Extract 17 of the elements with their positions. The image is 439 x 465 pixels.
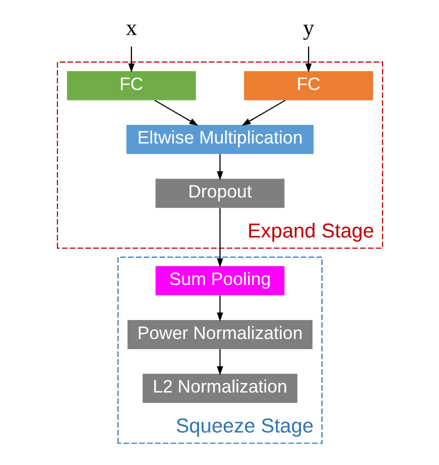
arrow — [216, 295, 223, 322]
node-box: Eltwise Multiplication — [126, 124, 314, 154]
node-box: FC — [244, 71, 373, 100]
node-box: Sum Pooling — [155, 266, 284, 296]
arrow — [304, 46, 312, 72]
arrow — [216, 154, 223, 180]
node-text: y — [302, 15, 314, 40]
node-text: x — [125, 15, 137, 40]
node-box: Power Normalization — [127, 320, 312, 350]
arrow — [241, 100, 286, 126]
arrow — [154, 100, 198, 126]
node-box: L2 Normalization — [142, 374, 297, 403]
arrow — [128, 46, 134, 72]
node-box: FC — [66, 71, 196, 100]
arrow — [216, 349, 223, 376]
arrow — [216, 208, 223, 268]
node-box: Dropout — [155, 178, 284, 208]
